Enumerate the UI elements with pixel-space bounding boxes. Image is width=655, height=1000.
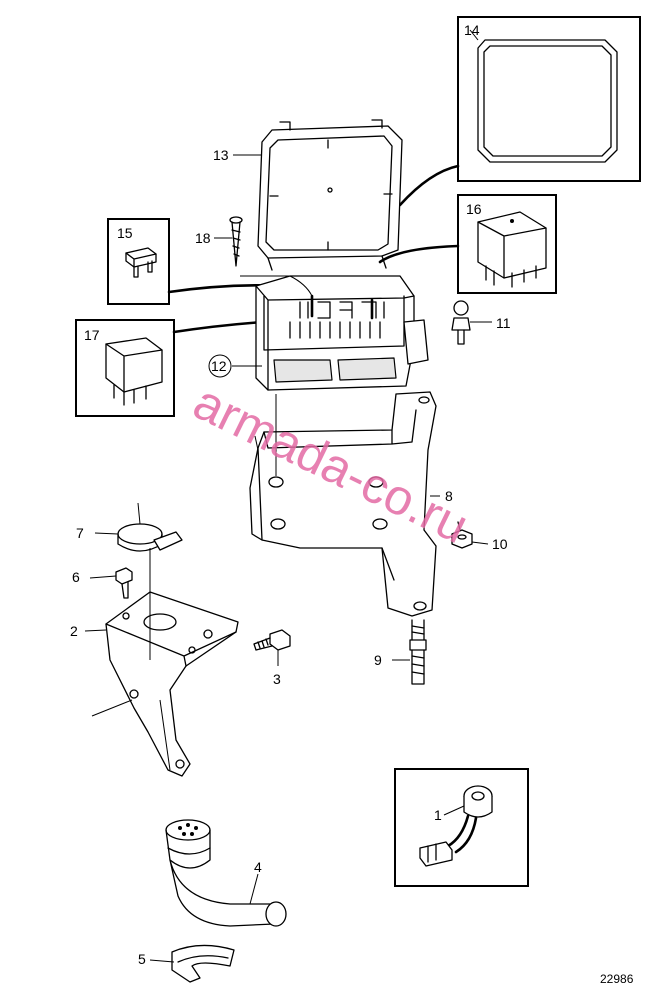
callout-5: 5 xyxy=(138,951,146,967)
bracket-plate xyxy=(249,391,437,617)
callout-17: 17 xyxy=(84,327,100,343)
detail-box-relay-16 xyxy=(457,194,557,294)
callout-10: 10 xyxy=(492,536,508,552)
callout-11: 11 xyxy=(496,315,511,331)
callout-18: 18 xyxy=(195,230,211,246)
callout-7: 7 xyxy=(76,525,84,541)
screw xyxy=(229,216,243,267)
callout-6: 6 xyxy=(72,569,80,585)
detail-box-fuse xyxy=(107,218,170,305)
ball-stud xyxy=(451,300,471,345)
bolt-flange xyxy=(253,629,291,651)
callout-4: 4 xyxy=(254,859,262,875)
callout-12: 12 xyxy=(211,358,227,374)
detail-box-harness xyxy=(394,768,529,887)
retaining-clip xyxy=(171,944,235,983)
callout-8: 8 xyxy=(445,488,453,504)
bolt-small xyxy=(115,567,133,599)
detail-box-relay-17 xyxy=(75,319,175,417)
bracket xyxy=(105,591,239,777)
stud xyxy=(409,619,427,685)
cover xyxy=(257,119,403,271)
hose-clamp xyxy=(117,523,183,552)
callout-3: 3 xyxy=(273,671,281,687)
callout-1: 1 xyxy=(434,807,442,823)
callout-15: 15 xyxy=(117,225,133,241)
callout-16: 16 xyxy=(466,201,482,217)
callout-14: 14 xyxy=(464,22,480,38)
callout-9: 9 xyxy=(374,652,382,668)
detail-box-seal xyxy=(457,16,641,182)
nut xyxy=(451,521,473,549)
callout-12-circle xyxy=(208,354,232,378)
reference-number: 22986 xyxy=(600,972,634,986)
callout-13: 13 xyxy=(213,147,229,163)
callout-2: 2 xyxy=(70,623,78,639)
relay-box xyxy=(255,275,429,391)
connector-pipe xyxy=(165,819,287,927)
